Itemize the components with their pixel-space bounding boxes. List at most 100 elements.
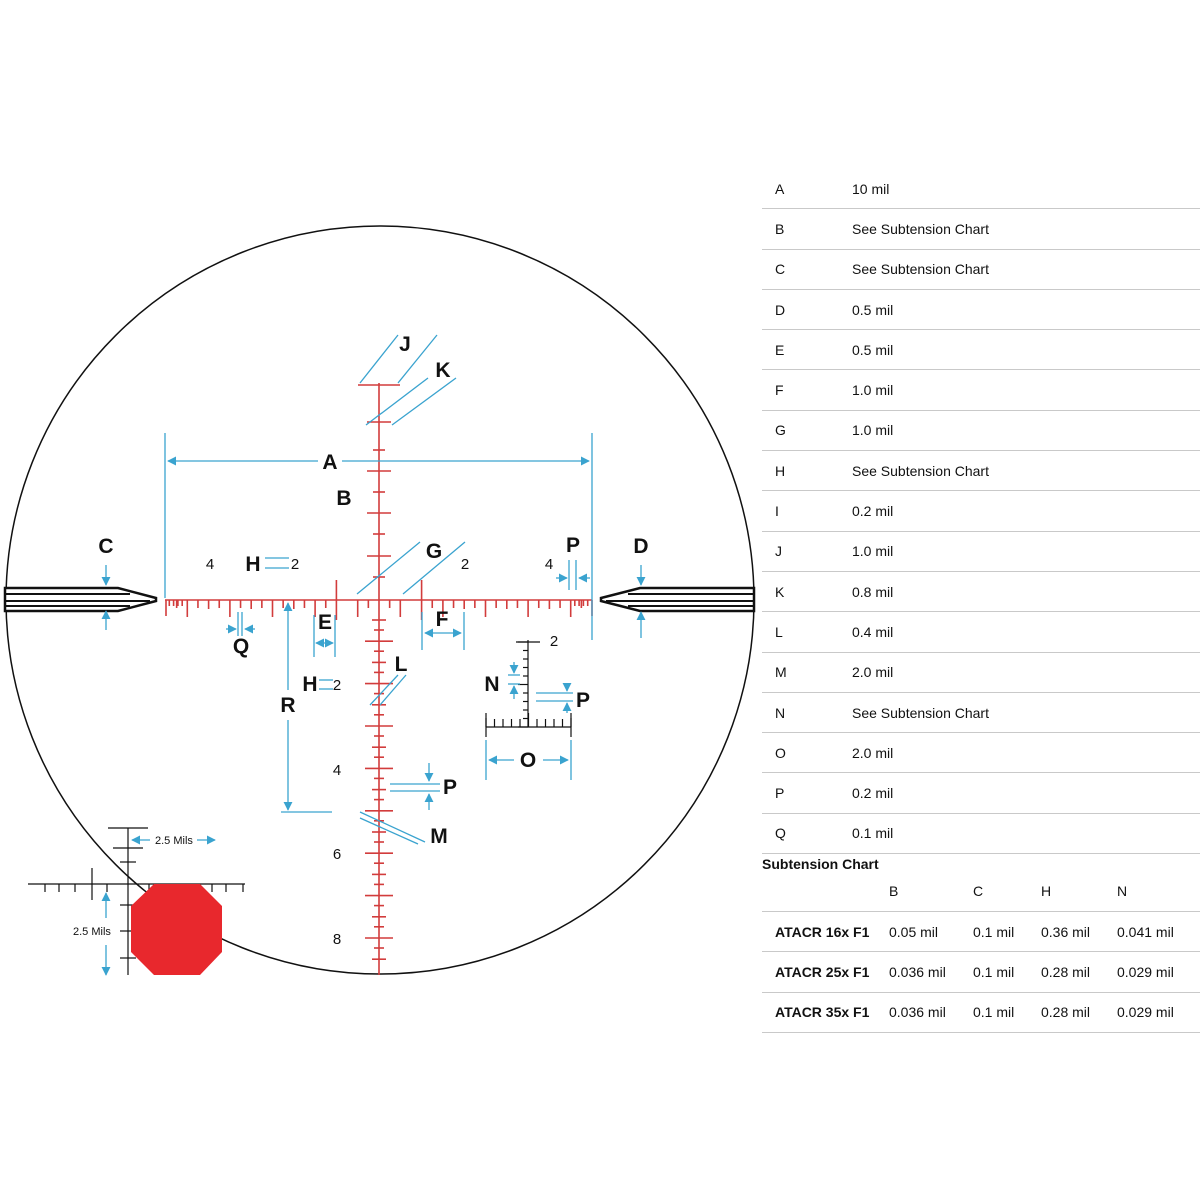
spec-row: M 2.0 mil bbox=[762, 653, 1200, 693]
label-n: N bbox=[484, 673, 499, 696]
inset-grid bbox=[28, 827, 245, 975]
spec-value: 10 mil bbox=[852, 180, 890, 197]
label-a: A bbox=[322, 451, 337, 474]
label-p-right: P bbox=[566, 534, 580, 557]
spec-row: J 1.0 mil bbox=[762, 532, 1200, 572]
num-2-grid: 2 bbox=[550, 633, 558, 650]
subtension-header-cell: B bbox=[889, 883, 899, 899]
spec-value: See Subtension Chart bbox=[852, 261, 989, 278]
spec-key: G bbox=[775, 422, 786, 439]
spec-key: C bbox=[775, 261, 786, 278]
label-r: R bbox=[280, 694, 295, 717]
spec-key: A bbox=[775, 180, 785, 197]
spec-value: 0.2 mil bbox=[852, 785, 894, 802]
num-4-right: 4 bbox=[545, 556, 553, 573]
label-q: Q bbox=[233, 635, 249, 658]
num-2-left: 2 bbox=[291, 556, 299, 573]
label-p-grid: P bbox=[576, 689, 590, 712]
spec-row: L 0.4 mil bbox=[762, 612, 1200, 653]
label-k: K bbox=[435, 359, 450, 382]
subtension-cell: 0.036 mil bbox=[889, 1004, 946, 1021]
label-m: M bbox=[430, 825, 448, 848]
spec-value: 2.0 mil bbox=[852, 744, 894, 761]
red-crosshair bbox=[165, 383, 593, 975]
spec-key: O bbox=[775, 744, 786, 761]
spec-row: O 2.0 mil bbox=[762, 733, 1200, 774]
label-d: D bbox=[633, 535, 648, 558]
spec-key: I bbox=[775, 503, 779, 520]
spec-key: P bbox=[775, 785, 785, 802]
label-l: L bbox=[395, 653, 408, 676]
spec-key: L bbox=[775, 623, 783, 640]
spec-value: 1.0 mil bbox=[852, 543, 894, 560]
label-h-top: H bbox=[245, 553, 260, 576]
label-c: C bbox=[98, 535, 113, 558]
spec-row: B See Subtension Chart bbox=[762, 209, 1200, 250]
label-o: O bbox=[520, 749, 536, 772]
spec-value: 0.8 mil bbox=[852, 583, 894, 600]
label-f: F bbox=[436, 608, 449, 631]
spec-row: P 0.2 mil bbox=[762, 773, 1200, 814]
spec-value: 2.0 mil bbox=[852, 664, 894, 681]
subtension-header-cell: N bbox=[1117, 883, 1128, 899]
left-thick-post bbox=[3, 586, 158, 613]
spec-value: 0.5 mil bbox=[852, 341, 894, 358]
spec-row: A 10 mil bbox=[762, 169, 1200, 210]
num-6-down: 6 bbox=[333, 846, 341, 863]
subtension-cell: 0.041 mil bbox=[1117, 923, 1174, 940]
spec-row: N See Subtension Chart bbox=[762, 693, 1200, 734]
subtension-cell: 0.1 mil bbox=[973, 1004, 1015, 1021]
spec-value: 0.1 mil bbox=[852, 825, 894, 842]
spec-row: D 0.5 mil bbox=[762, 290, 1200, 331]
inset-label-vertical: 2.5 Mils bbox=[73, 926, 111, 938]
annotation-lines bbox=[101, 334, 646, 976]
num-2-right: 2 bbox=[461, 556, 469, 573]
subtension-cell: 0.28 mil bbox=[1041, 1004, 1091, 1021]
right-thick-post bbox=[599, 586, 756, 613]
spec-value: See Subtension Chart bbox=[852, 462, 989, 479]
spec-value: 1.0 mil bbox=[852, 422, 894, 439]
subtension-title: Subtension Chart bbox=[762, 856, 879, 872]
spec-key: K bbox=[775, 583, 785, 600]
num-4-left: 4 bbox=[206, 556, 214, 573]
spec-value: See Subtension Chart bbox=[852, 220, 989, 237]
subtension-cell: 0.029 mil bbox=[1117, 1004, 1174, 1021]
spec-key: N bbox=[775, 704, 786, 721]
subtension-model: ATACR 25x F1 bbox=[775, 963, 870, 980]
spec-row: E 0.5 mil bbox=[762, 330, 1200, 371]
subtension-cell: 0.1 mil bbox=[973, 963, 1015, 980]
label-e: E bbox=[318, 611, 332, 634]
spec-row: K 0.8 mil bbox=[762, 572, 1200, 613]
spec-key: E bbox=[775, 341, 785, 358]
spec-key: D bbox=[775, 301, 786, 318]
red-octagon-target bbox=[131, 884, 222, 975]
inset-label-horizontal: 2.5 Mils bbox=[155, 835, 193, 847]
label-g: G bbox=[426, 540, 442, 563]
label-p-lower: P bbox=[443, 776, 457, 799]
subtension-cell: 0.36 mil bbox=[1041, 923, 1091, 940]
mini-holdover-grid bbox=[485, 640, 572, 737]
subtension-cell: 0.1 mil bbox=[973, 923, 1015, 940]
subtension-cell: 0.029 mil bbox=[1117, 963, 1174, 980]
subtension-header-cell: C bbox=[973, 883, 984, 899]
spec-key: Q bbox=[775, 825, 786, 842]
spec-row: G 1.0 mil bbox=[762, 411, 1200, 452]
spec-key: J bbox=[775, 543, 782, 560]
spec-key: F bbox=[775, 382, 784, 399]
spec-key: B bbox=[775, 220, 785, 237]
spec-value: 0.5 mil bbox=[852, 301, 894, 318]
spec-row: Q 0.1 mil bbox=[762, 814, 1200, 855]
spec-value: 0.4 mil bbox=[852, 623, 894, 640]
spec-row: C See Subtension Chart bbox=[762, 250, 1200, 290]
spec-value: See Subtension Chart bbox=[852, 704, 989, 721]
spec-key: M bbox=[775, 664, 787, 681]
label-h-mid: H bbox=[302, 673, 317, 696]
